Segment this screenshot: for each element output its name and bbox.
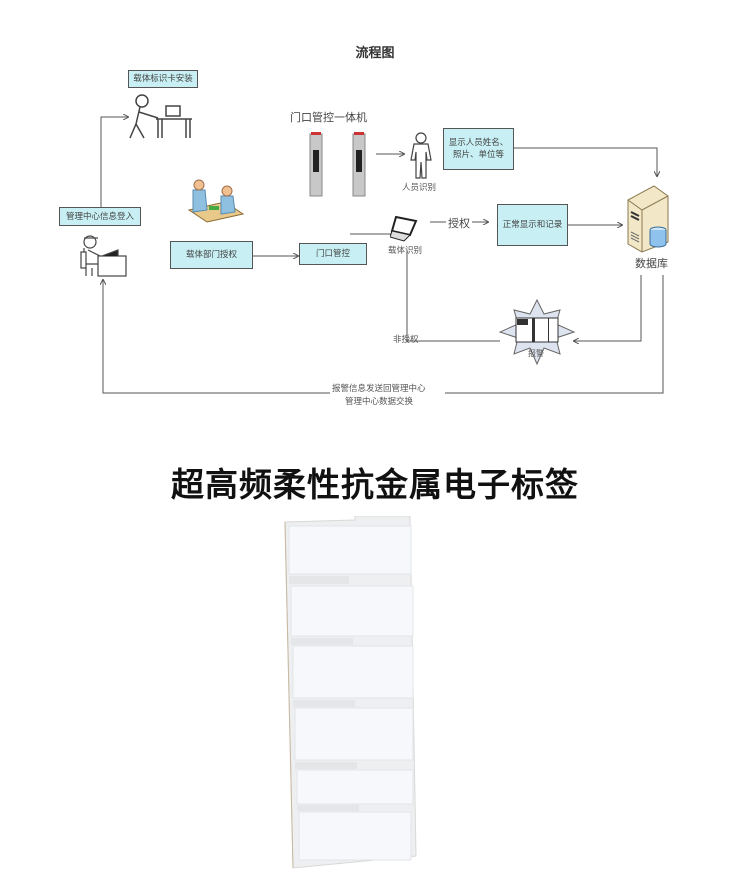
center-login-label: 管理中心信息登入: [65, 211, 134, 222]
line-db-to-alarm: [574, 275, 642, 341]
authorized-label: 授权: [448, 217, 470, 230]
server-database-icon: [627, 185, 669, 253]
gate-control-label: 门口管控: [315, 249, 350, 259]
connector-lines: [0, 0, 664, 394]
label-4: [294, 707, 414, 761]
label-5: [296, 769, 414, 805]
line-unauthorized: [406, 250, 500, 342]
label-2: [290, 585, 414, 637]
normal-display-label: 正常显示和记录: [502, 220, 563, 230]
diagram-title: 流程图: [355, 46, 395, 61]
line-login-to-install: [100, 117, 128, 208]
gate-control-box: 门口管控: [299, 243, 367, 265]
card-install-box: 载体标识卡安装: [128, 70, 198, 88]
label-1: [288, 525, 412, 575]
normal-display-box: 正常显示和记录: [497, 204, 568, 246]
person-id-label: 人员识别: [402, 183, 437, 193]
display-info-box: 显示人员姓名、 照片、单位等: [443, 128, 514, 170]
worker-at-table-icon: [129, 94, 192, 139]
person-icon: [410, 132, 432, 179]
bottom-line-1: 报警信息发送回管理中心: [332, 384, 426, 394]
center-login-box: 管理中心信息登入: [59, 207, 141, 226]
alarm-star-icon: [498, 298, 576, 366]
line-info-to-db: [514, 147, 657, 176]
unauthorized-label: 非授权: [393, 335, 419, 345]
dept-auth-box: 载体部门授权: [170, 241, 253, 269]
display-info-label-1: 显示人员姓名、: [448, 138, 509, 148]
office-clerk-icon: [80, 235, 127, 277]
alarm-label: 报警: [528, 349, 544, 358]
card-install-label: 载体标识卡安装: [133, 74, 193, 84]
laptop-icon: [390, 215, 418, 242]
bottom-line-2: 管理中心数据交换: [345, 397, 414, 407]
gate-antenna-icon: [309, 132, 366, 197]
gate-machine-label: 门口管控一体机: [290, 111, 367, 124]
line-bottom-loop-left: [103, 280, 330, 394]
rfid-label-strip-image: [284, 516, 417, 869]
label-6: [298, 811, 412, 861]
meeting-people-icon: [187, 179, 245, 223]
database-label: 数据库: [635, 257, 668, 270]
display-info-label-2: 照片、单位等: [452, 150, 504, 160]
product-headline: 超高频柔性抗金属电子标签: [171, 465, 579, 504]
label-3: [292, 645, 414, 699]
line-bottom-loop: [445, 275, 664, 394]
dept-auth-label: 载体部门授权: [185, 250, 237, 260]
carrier-id-label: 载体识别: [388, 246, 423, 256]
